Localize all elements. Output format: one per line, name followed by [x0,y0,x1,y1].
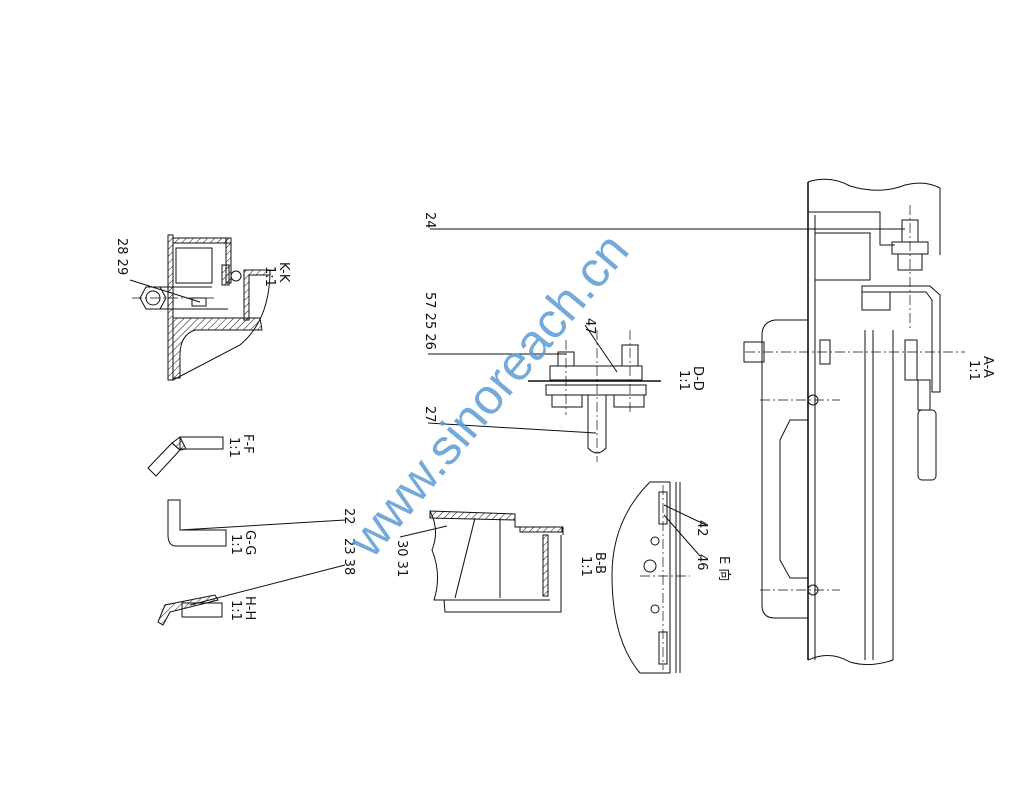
callout-30-31: 30 31 [394,540,409,577]
view-scale-ff: 1:1 [226,437,241,458]
view-title-kk: K-K [276,262,291,283]
view-kk: 28 29 K-K 1:1 [114,234,291,381]
view-gg: 22 G-G 1:1 [167,499,356,555]
view-hh: 23 38 H-H 1:1 [157,538,356,626]
view-title-dd: D-D [690,366,705,391]
view-aa: 24 A-A 1:1 [422,178,995,666]
callout-47: 47 [582,318,597,335]
view-scale-gg: 1:1 [228,534,243,555]
view-title-gg: G-G [242,530,257,555]
view-scale-dd: 1:1 [676,370,691,391]
view-dd: 57 25 26 27 47 D-D 1:1 [422,292,705,462]
callout-57-25-26: 57 25 26 [422,292,437,350]
callout-23-38: 23 38 [341,538,356,575]
view-title-ff: F-F [240,434,255,454]
view-scale-aa: 1:1 [966,360,981,381]
view-bb: 30 31 B-B 1:1 [394,510,607,613]
callout-42: 42 [694,520,709,537]
view-scale-kk: 1:1 [262,266,277,287]
callout-22: 22 [341,508,356,525]
view-title-aa: A-A [980,356,995,378]
view-title-hh: H-H [242,596,257,620]
view-scale-hh: 1:1 [228,600,243,621]
view-e: 42 46 E 向 [611,481,732,674]
view-ff: F-F 1:1 [147,434,255,477]
callout-27: 27 [422,406,437,423]
callout-28-29: 28 29 [114,238,129,275]
view-scale-bb: 1:1 [578,556,593,577]
view-title-bb: B-B [592,552,607,574]
callout-24: 24 [422,212,437,229]
view-title-e: E 向 [716,556,732,581]
callout-46: 46 [694,554,709,571]
